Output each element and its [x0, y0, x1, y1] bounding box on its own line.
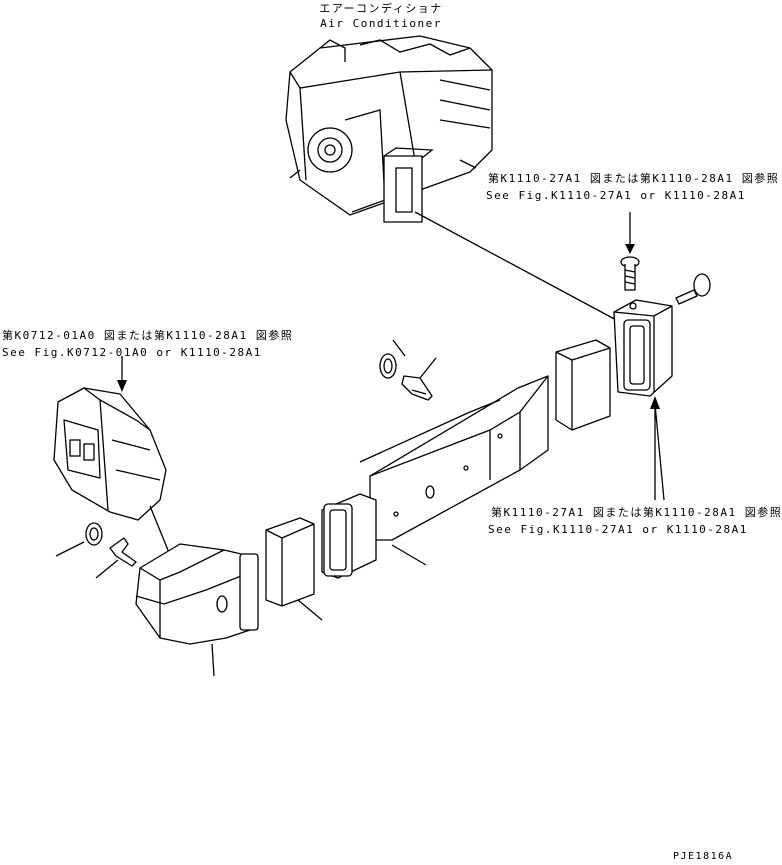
main-duct — [359, 375, 549, 541]
ref-left-jp: 第K0712-01A0 図または第K1110-28A1 図参照 — [2, 329, 294, 342]
ref-top-right-en: See Fig.K1110-27A1 or K1110-28A1 — [486, 189, 746, 202]
air-conditioner-label-jp: エアーコンディショナ — [319, 2, 443, 15]
screw-top — [620, 212, 640, 291]
drawing-id: PJE1816A — [673, 851, 734, 862]
duct-segment-middle — [321, 493, 377, 579]
ref-left-en: See Fig.K0712-01A0 or K1110-28A1 — [2, 346, 262, 359]
screw-right — [675, 273, 711, 305]
duct-sleeve-right — [555, 339, 611, 431]
blower-outlet-left — [53, 387, 167, 521]
screw-center — [379, 353, 433, 401]
ref-mid-right-en: See Fig.K1110-27A1 or K1110-28A1 — [488, 523, 748, 536]
ref-top-right-jp: 第K1110-27A1 図または第K1110-28A1 図参照 — [488, 172, 780, 185]
parts-diagram — [53, 35, 711, 677]
screw-left — [85, 522, 137, 567]
air-conditioner-unit — [285, 35, 493, 223]
ref-mid-right-jp: 第K1110-27A1 図または第K1110-28A1 図参照 — [491, 506, 782, 519]
duct-connector-right — [613, 299, 673, 397]
elbow-duct — [135, 543, 259, 645]
duct-sleeve-small — [265, 517, 315, 607]
air-conditioner-label-en: Air Conditioner — [320, 17, 442, 30]
